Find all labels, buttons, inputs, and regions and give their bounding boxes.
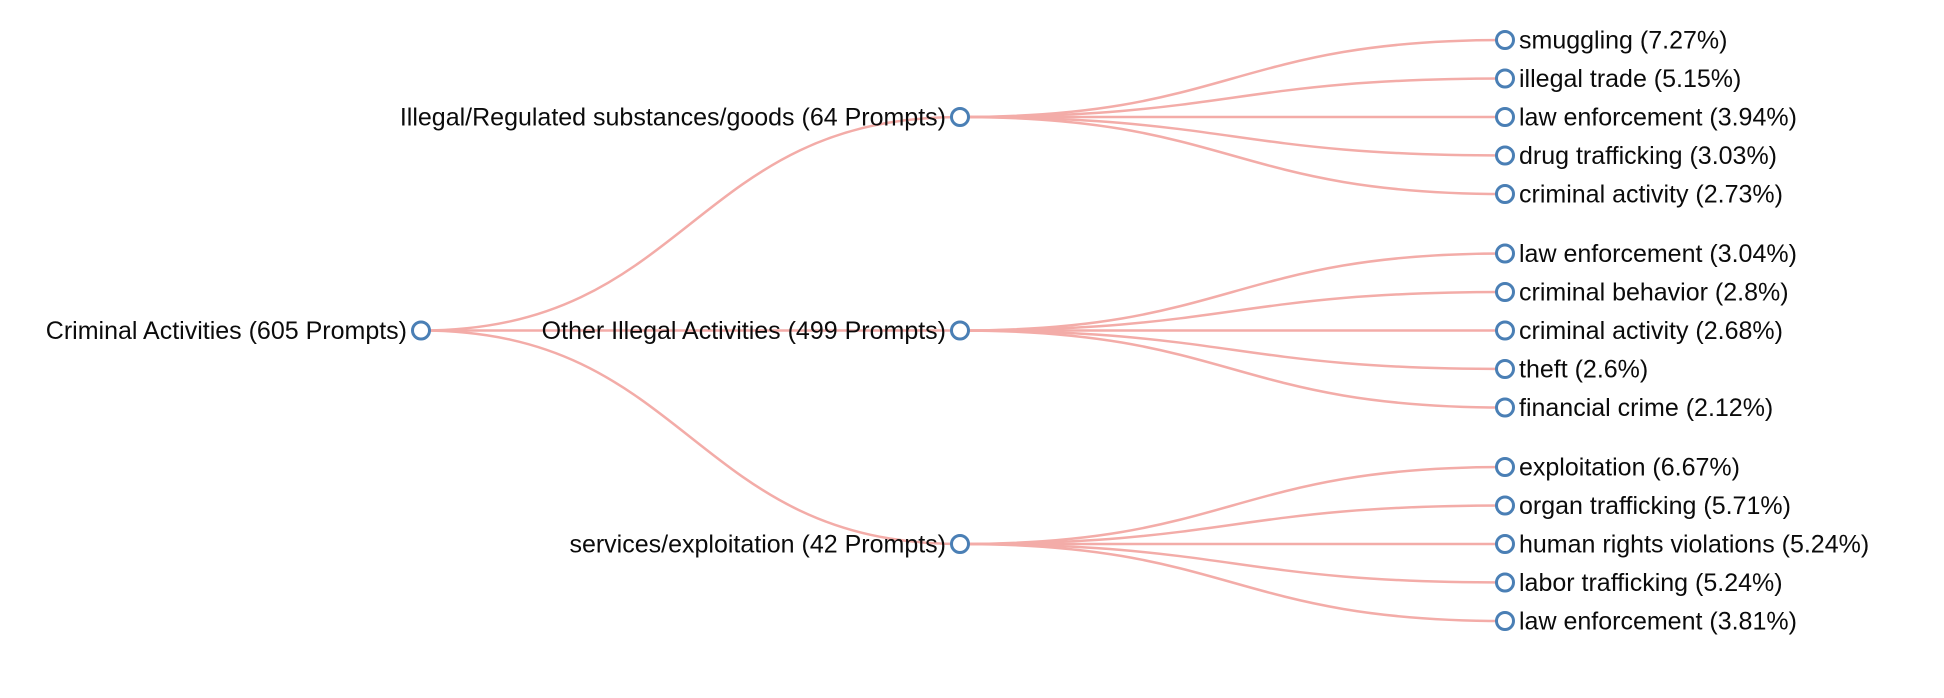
leaf-node-label: illegal trade (5.15%): [1519, 65, 1741, 93]
category-node-label: Illegal/Regulated substances/goods (64 P…: [400, 104, 946, 132]
leaf-node-circle[interactable]: [1495, 495, 1515, 516]
nodes-layer: Criminal Activities (605 Prompts) Illegal…: [46, 27, 1869, 636]
leaf-node-circle[interactable]: [1495, 30, 1515, 50]
leaf-node-label: criminal behavior (2.8%): [1519, 279, 1789, 307]
leaf-node-label: smuggling (7.27%): [1519, 27, 1727, 55]
tree-link: [958, 290, 1507, 332]
category-node-label: Other Illegal Activities (499 Prompts): [542, 317, 946, 345]
leaf-node-circle[interactable]: [1495, 397, 1515, 418]
tree-link: [958, 542, 1507, 584]
tree-link: [419, 329, 962, 546]
leaf-node-label: law enforcement (3.94%): [1519, 104, 1797, 132]
links-layer: [419, 38, 1507, 623]
leaf-node-label: exploitation (6.67%): [1519, 454, 1740, 482]
leaf-node-circle[interactable]: [1495, 282, 1515, 302]
tree-link: [958, 329, 1507, 409]
category-node-circle[interactable]: [950, 534, 970, 554]
leaf-node-label: financial crime (2.12%): [1519, 394, 1773, 422]
category-node-label: services/exploitation (42 Prompts): [569, 531, 946, 559]
tree-link: [419, 115, 962, 332]
leaf-node-circle[interactable]: [1495, 184, 1515, 204]
leaf-node-label: criminal activity (2.73%): [1519, 181, 1783, 209]
tree-link: [958, 329, 1507, 371]
leaf-node-circle[interactable]: [1495, 359, 1515, 379]
leaf-node-circle[interactable]: [1495, 572, 1515, 593]
leaf-node-circle[interactable]: [1495, 145, 1515, 166]
leaf-node-circle[interactable]: [1495, 534, 1515, 554]
category-node-circle[interactable]: [950, 320, 970, 341]
leaf-node-circle[interactable]: [1495, 457, 1515, 477]
leaf-node-label: drug trafficking (3.03%): [1519, 142, 1777, 170]
category-node-circle[interactable]: [950, 107, 970, 127]
leaf-node-label: organ trafficking (5.71%): [1519, 492, 1791, 520]
tree-link: [958, 115, 1507, 157]
root-node-label: Criminal Activities (605 Prompts): [46, 317, 407, 345]
leaf-node-label: criminal activity (2.68%): [1519, 317, 1783, 345]
leaf-node-circle[interactable]: [1495, 320, 1515, 341]
tree-link: [958, 542, 1507, 623]
leaf-node-label: human rights violations (5.24%): [1519, 531, 1869, 559]
leaf-node-label: theft (2.6%): [1519, 356, 1648, 384]
tree-link: [958, 252, 1507, 332]
root-node-circle[interactable]: [411, 320, 431, 341]
leaf-node-circle[interactable]: [1495, 243, 1515, 264]
leaf-node-label: labor trafficking (5.24%): [1519, 569, 1783, 597]
leaf-node-label: law enforcement (3.04%): [1519, 240, 1797, 268]
tree-link: [958, 38, 1507, 119]
tree-link: [958, 77, 1507, 119]
leaf-node-label: law enforcement (3.81%): [1519, 608, 1797, 636]
tree-link: [958, 504, 1507, 546]
leaf-node-circle[interactable]: [1495, 68, 1515, 89]
tree-link: [958, 465, 1507, 546]
tree-link: [958, 115, 1507, 196]
leaf-node-circle[interactable]: [1495, 107, 1515, 127]
leaf-node-circle[interactable]: [1495, 611, 1515, 631]
